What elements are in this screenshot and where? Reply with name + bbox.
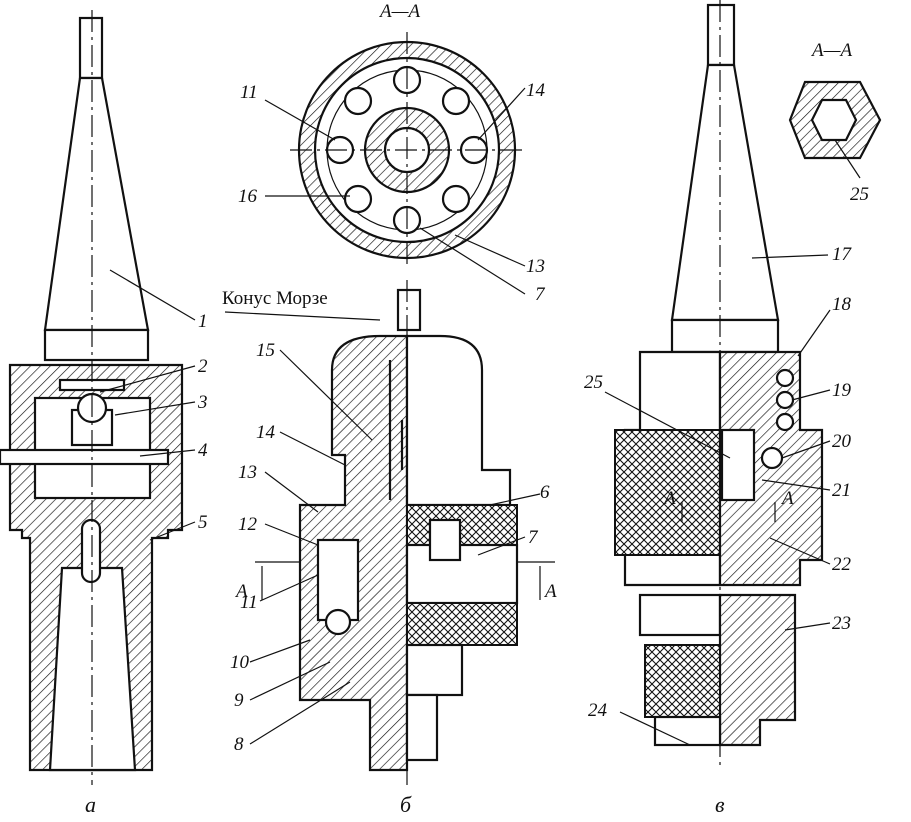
label-24: 24 [588, 700, 608, 721]
label-14: 14 [256, 422, 276, 443]
label-6: 6 [540, 482, 550, 503]
section-mark-inset: А—А [810, 40, 853, 61]
label-16: 16 [238, 186, 258, 207]
label-19: 19 [832, 380, 852, 401]
leader-lines [99, 87, 861, 746]
cut-mark-v-right: А [780, 488, 794, 509]
cut-mark-right: А [543, 581, 557, 602]
view-b-section-aa [290, 32, 525, 268]
label-12: 12 [238, 514, 258, 535]
section-mark-top: А—А [378, 1, 421, 22]
label-11-top: 11 [240, 82, 258, 103]
label-4: 4 [198, 440, 208, 461]
label-10: 10 [230, 652, 250, 673]
label-13: 13 [238, 462, 257, 483]
view-b-chuck [298, 280, 519, 785]
label-13-top: 13 [526, 256, 545, 277]
label-22: 22 [832, 554, 852, 575]
cut-mark-left: А [234, 581, 248, 602]
label-15: 15 [256, 340, 275, 361]
label-11: 11 [240, 592, 258, 613]
caption-b: б [400, 792, 412, 817]
cut-mark-v-left: А [662, 488, 676, 509]
label-3: 3 [197, 392, 208, 413]
label-1: 1 [198, 311, 208, 332]
label-18: 18 [832, 294, 852, 315]
label-21: 21 [832, 480, 851, 501]
label-23: 23 [832, 613, 851, 634]
label-17: 17 [832, 244, 853, 265]
caption-a: а [85, 792, 96, 817]
label-5: 5 [198, 512, 208, 533]
label-25: 25 [584, 372, 603, 393]
label-8: 8 [234, 734, 244, 755]
view-v-chuck [614, 0, 882, 770]
label-7-top: 7 [535, 284, 546, 305]
view-a-holder [0, 10, 184, 785]
label-2: 2 [198, 356, 208, 377]
caption-v: в [715, 792, 725, 817]
label-7: 7 [528, 527, 539, 548]
label-14-top: 14 [526, 80, 546, 101]
label-20: 20 [832, 431, 852, 452]
label-25-inset: 25 [850, 184, 869, 205]
morse-cone-label: Конус Морзе [222, 288, 328, 309]
label-9: 9 [234, 690, 244, 711]
